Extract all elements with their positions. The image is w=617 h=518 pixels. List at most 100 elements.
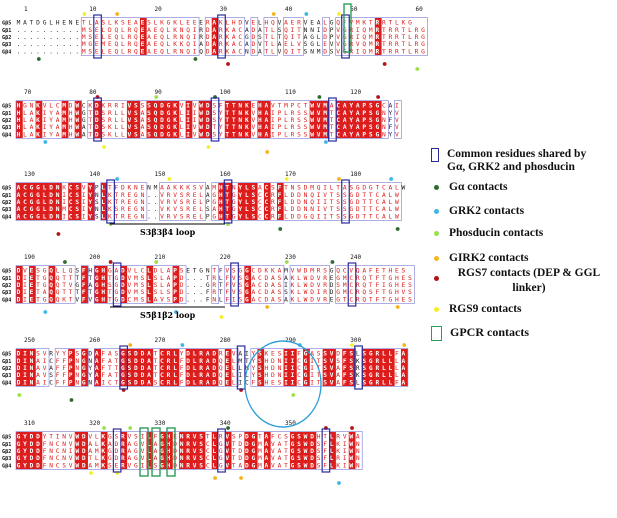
residue: Q [362,289,366,296]
position-tick: 170 [285,171,296,178]
residue: V [69,441,73,448]
residue: T [225,110,229,117]
residue: A [56,110,60,117]
residue: Y [349,131,353,138]
residue: A [284,296,288,303]
residue: G [82,351,86,358]
residue: S [258,351,262,358]
residue: . [23,41,27,48]
conserved-column [120,432,128,469]
conserved-column [257,101,265,138]
residue: N [147,185,151,192]
residue: V [317,296,321,303]
residue: Y [180,351,184,358]
residue: Q [134,41,138,48]
conserved-column [22,183,30,220]
position-tick: 300 [350,337,361,344]
residue: G [114,282,118,289]
residue: H [258,131,262,138]
residue: Y [238,213,242,220]
conserved-column [303,349,310,386]
residue: Q [114,41,118,48]
rgs7-contact-dot [350,426,354,430]
residue: G [134,448,138,455]
residue: V [88,434,92,441]
residue: R [271,213,275,220]
residue: L [193,351,197,358]
residue: S [271,185,275,192]
residue: S [88,48,92,55]
position-tick: 230 [285,254,296,261]
phosducin-contact-dot [154,95,159,99]
residue: Q [219,358,223,365]
residue: L [212,448,216,455]
conserved-column [29,183,36,220]
residue: G [43,296,47,303]
conserved-column [224,349,232,386]
residue: G [304,213,308,220]
residue: L [271,41,275,48]
residue: K [356,372,360,379]
residue: D [121,282,125,289]
residue: Y [43,434,47,441]
similarity-frame [93,265,187,304]
residue: R [173,48,177,55]
residue: G [349,199,353,206]
common-residue-box [112,428,122,473]
residue: D [206,41,210,48]
residue: A [206,358,210,365]
residue: L [147,296,151,303]
residue: T [212,124,216,131]
residue: E [402,282,406,289]
residue: T [362,213,366,220]
residue: T [369,199,373,206]
phosducin-contact-dot [284,260,289,264]
residue: S [114,434,118,441]
residue: A [232,41,236,48]
residue: . [17,27,21,34]
residue: A [330,103,334,110]
residue: N [180,34,184,41]
residue: N [30,358,34,365]
residue: W [349,441,353,448]
residue: G [82,358,86,365]
residue: E [193,213,197,220]
residue: S [278,296,282,303]
residue: Y [23,434,27,441]
conserved-column [348,101,356,138]
residue: F [278,185,282,192]
residue: L [160,275,164,282]
residue: G [375,131,379,138]
residue: W [304,282,308,289]
residue: V [225,462,229,469]
residue: S [323,351,327,358]
residue: R [186,462,190,469]
residue: D [356,206,360,213]
residue: S [369,131,373,138]
residue: F [56,358,60,365]
residue: T [88,275,92,282]
residue: Y [56,351,60,358]
residue: S [258,358,262,365]
conserved-column [237,101,245,138]
residue: . [186,275,190,282]
residue: S [62,462,66,469]
residue: D [17,351,21,358]
residue: G [349,206,353,213]
residue: W [304,434,308,441]
residue: K [36,110,40,117]
residue: A [284,275,288,282]
residue: V [402,289,406,296]
ga-contact-dot [317,95,322,99]
residue: R [375,351,379,358]
residue: F [101,358,105,365]
residue: V [128,434,132,441]
residue: T [317,358,321,365]
residue: I [69,448,73,455]
residue: R [199,379,203,386]
residue: L [395,365,399,372]
residue: Q [310,213,314,220]
residue: R [395,34,399,41]
residue: T [382,268,386,275]
residue: R [128,41,132,48]
